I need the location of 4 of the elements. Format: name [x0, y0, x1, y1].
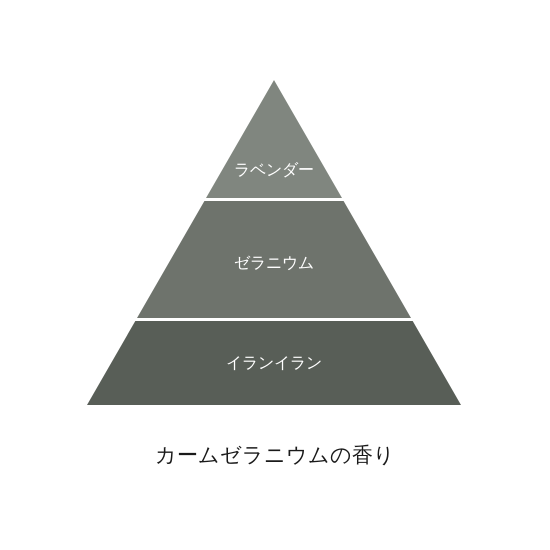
caption: カームゼラニウムの香り [155, 442, 395, 469]
tier-label: ゼラニウム [234, 253, 314, 273]
tier-label: ラベンダー [234, 160, 314, 180]
tier-label: イランイラン [226, 353, 322, 373]
